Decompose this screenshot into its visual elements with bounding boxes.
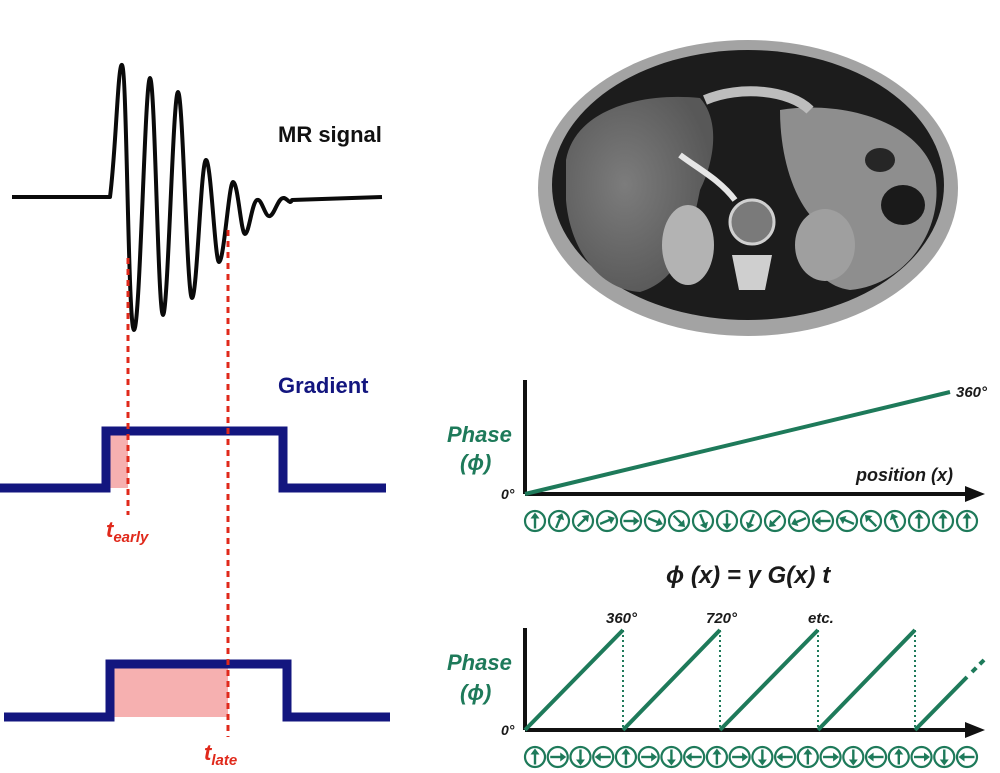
spin-arrow-icon — [667, 509, 691, 533]
spin-arrow-icon — [595, 509, 619, 533]
wrapped-360-label: 360° — [606, 610, 638, 627]
spin-arrow-icon — [691, 509, 715, 533]
spin-arrow-icon — [523, 509, 547, 533]
wrapped-phase-sawtooth — [523, 628, 987, 732]
mri-fat-highlight — [703, 86, 814, 114]
gradient-area-late — [114, 664, 228, 717]
linear-360-label: 360° — [956, 384, 988, 401]
spin-arrow-icon — [883, 509, 907, 533]
spin-arrow-icon — [569, 745, 592, 769]
mr-signal-wave — [12, 62, 383, 332]
position-label: position (x) — [855, 465, 953, 485]
spin-arrow-icon — [660, 745, 683, 769]
spin-arrow-icon — [796, 745, 819, 769]
spin-arrow-icon — [705, 745, 728, 769]
mri-stomach-dark-2 — [865, 148, 895, 172]
wrapped-arrow-row — [523, 745, 979, 769]
spin-arrow-icon — [571, 509, 595, 533]
gradient-area-early — [110, 431, 128, 488]
wrapped-zero-label: 0° — [501, 722, 515, 738]
spin-arrow-icon — [592, 745, 615, 769]
spin-arrow-icon — [842, 745, 865, 769]
spin-arrow-icon — [751, 745, 774, 769]
spin-arrow-icon — [683, 745, 706, 769]
spin-arrow-icon — [907, 509, 931, 533]
linear-phi-label: (ϕ) — [460, 450, 491, 475]
spin-arrow-icon — [864, 745, 888, 769]
spin-arrow-icon — [887, 745, 910, 769]
linear-phase-label: Phase — [447, 422, 512, 447]
wrapped-phase-plot: 360° 720° etc. 0° Phase (ϕ) — [447, 610, 987, 769]
linear-x-axis-arrowhead — [965, 486, 985, 502]
spin-arrow-icon — [614, 745, 638, 769]
spin-arrow-icon — [933, 745, 956, 769]
spin-arrow-icon — [619, 509, 643, 533]
gradient-waveform-late — [4, 659, 390, 722]
spin-arrow-icon — [637, 745, 660, 769]
abdominal-mri-image — [538, 40, 958, 336]
spin-arrow-icon — [523, 745, 547, 769]
mri-kidney-right — [662, 205, 714, 285]
wrapped-720-label: 720° — [706, 610, 738, 627]
spin-arrow-icon — [547, 509, 571, 533]
spin-arrow-icon — [819, 745, 842, 769]
spin-arrow-icon — [955, 509, 979, 533]
spin-arrow-icon — [811, 509, 835, 533]
gradient-panel-early: Gradient tearly — [0, 373, 386, 546]
wrapped-phi-label: (ϕ) — [460, 680, 491, 705]
phase-equation: ϕ (x) = γ G(x) t — [666, 562, 831, 589]
spin-arrow-icon — [859, 509, 883, 533]
spin-arrow-icon — [835, 509, 859, 533]
t-early-label: tearly — [106, 517, 149, 546]
gradient-waveform-early — [0, 426, 386, 493]
spin-arrow-icon — [643, 509, 667, 533]
mr-signal-label: MR signal — [278, 122, 382, 147]
mr-signal-panel: MR signal — [12, 62, 383, 332]
wrapped-phase-label: Phase — [447, 650, 512, 675]
mri-kidney-left — [795, 209, 855, 281]
gradient-label: Gradient — [278, 373, 369, 398]
spin-arrow-icon — [910, 745, 933, 769]
spin-arrow-icon — [931, 509, 955, 533]
linear-arrow-row — [523, 509, 979, 533]
linear-phase-line — [524, 390, 951, 496]
mri-stomach-dark — [881, 185, 925, 225]
linear-phase-plot: 360° 0° position (x) Phase (ϕ) — [447, 380, 988, 533]
mri-vertebra — [728, 198, 776, 246]
wrapped-x-axis-arrowhead — [965, 722, 985, 738]
spin-arrow-icon — [774, 745, 797, 769]
spin-arrow-icon — [739, 509, 763, 533]
wrapped-etc-label: etc. — [808, 610, 834, 627]
mri-spine — [732, 255, 772, 290]
spin-arrow-icon — [546, 745, 569, 769]
spin-arrow-icon — [955, 745, 979, 769]
spin-arrow-icon — [763, 509, 787, 533]
spin-arrow-icon — [787, 509, 811, 533]
t-late-label: tlate — [204, 740, 237, 769]
mri-vessel-bright — [678, 152, 738, 202]
spin-arrow-icon — [715, 509, 739, 533]
gradient-panel-late: tlate — [4, 659, 390, 769]
spin-arrow-icon — [728, 745, 751, 769]
linear-zero-label: 0° — [501, 486, 515, 502]
